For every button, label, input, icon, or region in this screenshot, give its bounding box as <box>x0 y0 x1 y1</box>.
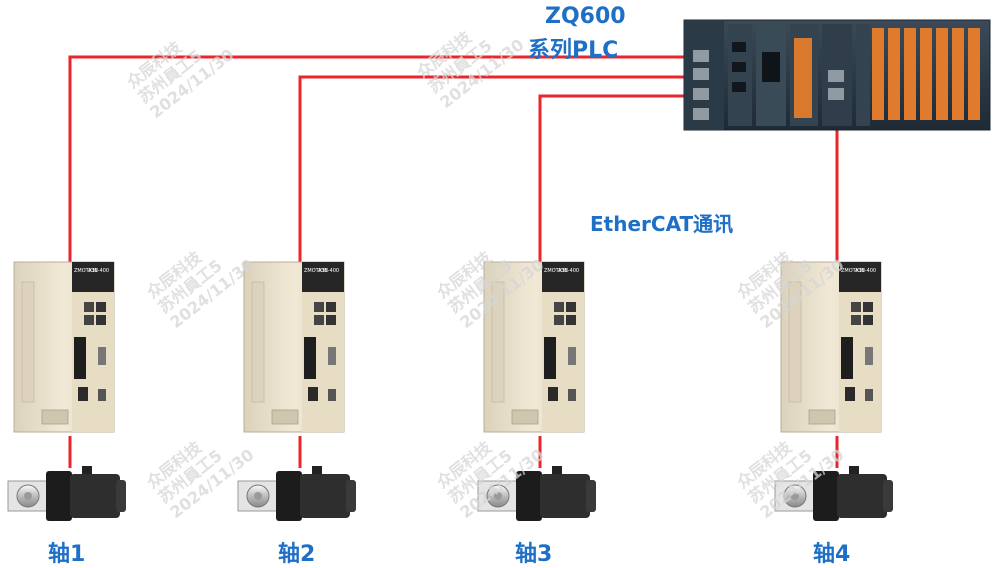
drive-model-axis2: A3E-400 <box>318 268 339 274</box>
servo-drive-axis3 <box>483 261 585 433</box>
ethernet-port-2 <box>693 68 709 80</box>
servo-drive-axis1 <box>13 261 115 433</box>
drive-brand-axis4: ZMOTION <box>841 268 865 274</box>
drive-brand-axis1: ZMOTION <box>74 268 98 274</box>
ethercat-label: EtherCAT通讯 <box>590 212 734 236</box>
drive-brand-axis2: ZMOTION <box>304 268 328 274</box>
axis-label-1: 轴1 <box>48 542 86 567</box>
plc-title-series: 系列PLC <box>528 38 619 63</box>
drive-model-axis3: A3E-400 <box>558 268 579 274</box>
cable-axis1 <box>68 55 700 262</box>
drive-brand-axis3: ZMOTION <box>544 268 568 274</box>
cable-axis2 <box>298 75 700 262</box>
servo-drive-axis2 <box>243 261 345 433</box>
servo-motor-axis1 <box>7 465 127 522</box>
ethercat-port <box>828 70 844 82</box>
ethernet-port-1 <box>693 50 709 62</box>
ethercat-cables <box>68 55 839 468</box>
servo-motor-axis2 <box>237 465 357 522</box>
axis-label-2: 轴2 <box>278 542 316 567</box>
axis-label-4: 轴4 <box>813 542 851 567</box>
plc-title-model: ZQ600 <box>545 4 626 29</box>
axis-label-3: 轴3 <box>515 542 553 567</box>
cable-axis3 <box>538 94 700 262</box>
plc-rack <box>683 19 991 131</box>
servo-motor-axis4 <box>774 465 894 522</box>
drive-model-axis1: A3E-400 <box>88 268 109 274</box>
drive-model-axis4: A3E-400 <box>855 268 876 274</box>
servo-motor-axis3 <box>477 465 597 522</box>
ethernet-port-4 <box>693 108 709 120</box>
ethernet-port-3 <box>693 88 709 100</box>
servo-drive-axis4 <box>780 261 882 433</box>
